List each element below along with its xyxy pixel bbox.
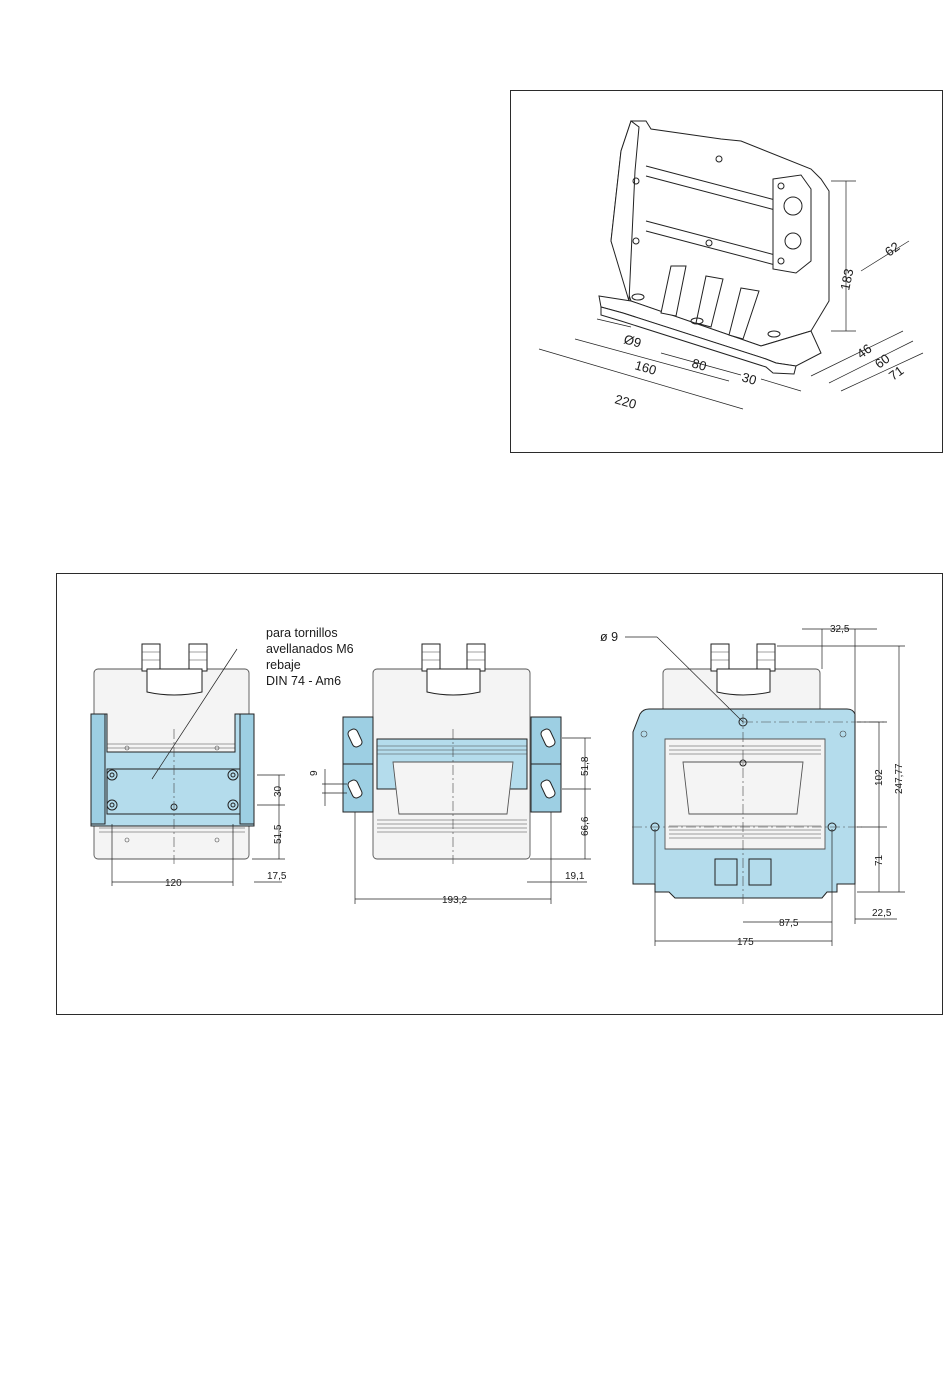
- right-dim-71-label: 71: [874, 854, 885, 866]
- right-dim-102-label: 102: [874, 769, 885, 786]
- iso-dim-220-label: 220: [613, 391, 638, 411]
- right-dim-32-5-label: 32,5: [830, 624, 850, 635]
- right-view: ø 9 32,5 247,77 102 71 87,5: [600, 624, 905, 948]
- left-connector-body: [147, 669, 202, 695]
- orthographic-drawing: para tornillos avellanados M6 rebaje DIN…: [57, 574, 942, 1014]
- iso-dim-hole-label: Ø9: [622, 331, 643, 350]
- right-gland-2: [757, 644, 775, 671]
- note-line-3: rebaje: [266, 658, 301, 672]
- iso-right-bracket: [773, 175, 811, 273]
- iso-dim-30-line: [761, 379, 801, 391]
- left-view: para tornillos avellanados M6 rebaje DIN…: [91, 626, 354, 889]
- isometric-drawing: 220 160 80 30 Ø9 183 62 46 60 71: [511, 91, 942, 452]
- iso-dim-46-label: 46: [854, 341, 875, 362]
- left-gland-1: [142, 644, 160, 671]
- right-dim-87-5-label: 87,5: [779, 918, 799, 929]
- middle-dim-19-1-label: 19,1: [565, 871, 585, 882]
- iso-dim-30-label: 30: [740, 369, 758, 387]
- iso-dim-71-label: 71: [886, 363, 907, 384]
- middle-dim-193-2-label: 193,2: [442, 895, 467, 906]
- right-dim-247-77-label: 247,77: [894, 763, 905, 794]
- middle-dim-66-6-label: 66,6: [580, 816, 591, 836]
- iso-dim-183-label: 183: [837, 267, 856, 291]
- left-cable-glands: [142, 644, 207, 695]
- right-dim-175-label: 175: [737, 937, 754, 948]
- right-hole-label: ø 9: [600, 630, 618, 644]
- left-dim-30-label: 30: [273, 785, 284, 797]
- left-dim-120-label: 120: [165, 878, 182, 889]
- left-dim-17-5-label: 17,5: [267, 871, 287, 882]
- middle-dim-9-label: 9: [309, 770, 320, 776]
- left-bracket-plate: [107, 769, 240, 814]
- note-line-1: para tornillos: [266, 626, 338, 640]
- note-line-4: DIN 74 - Am6: [266, 674, 341, 688]
- left-dim-51-5-label: 51,5: [273, 824, 284, 844]
- right-dim-22-5-label: 22,5: [872, 908, 892, 919]
- middle-gland-2: [467, 644, 485, 671]
- left-bracket-side-r: [240, 714, 254, 824]
- middle-dim-51-8-label: 51,8: [580, 756, 591, 776]
- orthographic-views-frame: para tornillos avellanados M6 rebaje DIN…: [56, 573, 943, 1015]
- isometric-view-frame: 220 160 80 30 Ø9 183 62 46 60 71: [510, 90, 943, 453]
- left-bracket-side-l: [91, 714, 105, 824]
- right-gland-1: [711, 644, 729, 671]
- middle-view: 193,2 19,1 9 51,8 66,6: [309, 644, 591, 906]
- note-line-2: avellanados M6: [266, 642, 354, 656]
- middle-gland-1: [422, 644, 440, 671]
- left-gland-2: [189, 644, 207, 671]
